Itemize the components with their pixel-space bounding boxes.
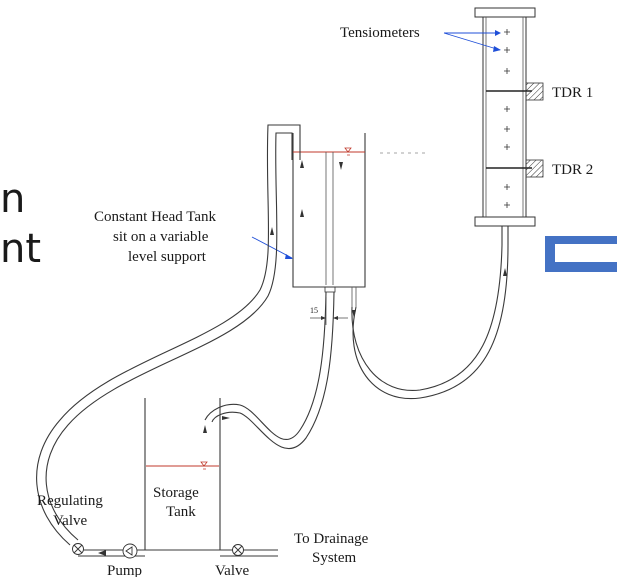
storage-tank-label-line1: Storage [153, 485, 199, 501]
pump-icon [122, 543, 138, 559]
to-drainage-label-line1: To Drainage [294, 531, 369, 547]
constant-head-label-line3: level support [128, 249, 207, 265]
regulating-valve-label-line1: Regulating [37, 493, 103, 509]
tdr2-label: TDR 2 [552, 162, 593, 178]
storage-tank-label-line2: Tank [166, 504, 196, 520]
constant-head-label-line2: sit on a variable [113, 229, 209, 245]
tensiometers-label: Tensiometers [340, 25, 420, 41]
to-drainage-label-line2: System [312, 550, 357, 566]
dimension-marker: 15 [310, 297, 348, 325]
tdr1-label: TDR 1 [552, 85, 593, 101]
slide-accent-shape [545, 236, 617, 272]
dimension-label: 15 [310, 306, 318, 315]
regulating-valve-label-line2: Valve [53, 513, 87, 529]
drain-valve-icon [232, 544, 244, 556]
overflow-tube [203, 291, 335, 449]
supply-tube [36, 124, 301, 546]
slide-text-fragment-1: n [0, 176, 25, 222]
pump-label: Pump [107, 563, 142, 577]
valve-label: Valve [215, 563, 249, 577]
bottom-piping [78, 549, 278, 557]
tensiometer-pointer-arrows [443, 30, 501, 52]
tdr1-probe-icon [525, 82, 544, 101]
slide-text-fragment-2: nt [0, 226, 41, 272]
column-outlet-tube [351, 244, 509, 400]
constant-head-tank [292, 133, 425, 307]
storage-tank [144, 398, 221, 551]
tdr2-probe-icon [525, 159, 544, 178]
regulating-valve-icon [72, 543, 84, 555]
constant-head-label-line1: Constant Head Tank [94, 209, 216, 225]
constant-head-pointer-arrow [251, 236, 293, 259]
soil-column [474, 7, 544, 245]
